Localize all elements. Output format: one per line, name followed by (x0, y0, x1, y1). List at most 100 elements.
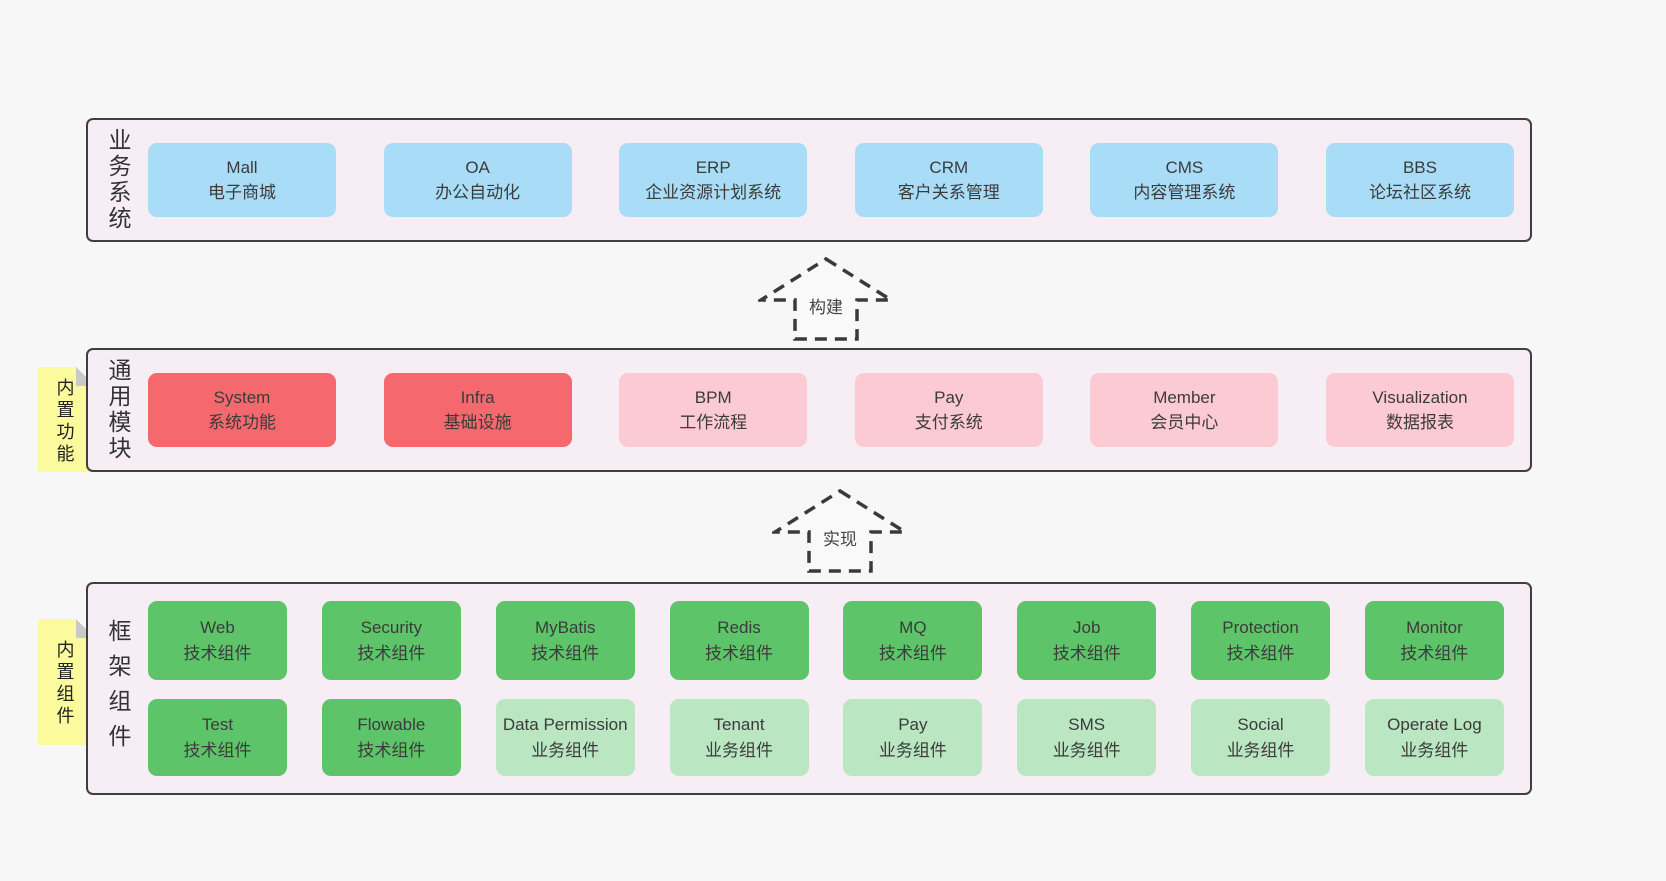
box-web: Web 技术组件 (148, 601, 287, 680)
box-title: Web (200, 618, 235, 637)
box-mall: Mall 电子商城 (148, 143, 336, 217)
band-row: System 系统功能 Infra 基础设施 BPM 工作流程 Pay 支付系统… (148, 373, 1514, 447)
box-job: Job 技术组件 (1017, 601, 1157, 680)
box-subtitle: 技术组件 (531, 643, 600, 663)
box-title: Pay (898, 715, 928, 734)
box-subtitle: 会员中心 (1150, 413, 1219, 432)
box-pay-system: Pay 支付系统 (854, 373, 1043, 447)
box-title: Security (360, 618, 423, 637)
box-flowable: Flowable 技术组件 (321, 699, 461, 776)
box-subtitle: 工作流程 (679, 413, 748, 432)
box-subtitle: 内容管理系统 (1133, 183, 1236, 202)
box-subtitle: 企业资源计划系统 (645, 183, 782, 202)
band-row: Mall 电子商城 OA 办公自动化 ERP 企业资源计划系统 CRM 客户关系… (148, 143, 1514, 217)
sticky-label-built-in-components: 内置组件 (54, 640, 75, 728)
box-title: OA (465, 157, 490, 177)
box-member: Member 会员中心 (1090, 373, 1279, 447)
box-subtitle: 电子商城 (208, 183, 276, 202)
sticky-built-in-features: 内置功能 (38, 367, 95, 472)
band-label-common-modules: 通用模块 (105, 358, 131, 462)
box-title: Infra (460, 387, 495, 407)
box-subtitle: 技术组件 (357, 740, 426, 760)
box-subtitle: 技术组件 (1052, 643, 1121, 663)
band-label-business-systems: 业务系统 (105, 128, 131, 232)
box-data-permission: Data Permission 业务组件 (495, 699, 635, 776)
box-title: MyBatis (534, 618, 596, 637)
box-social: Social 业务组件 (1191, 699, 1331, 776)
box-oa: OA 办公自动化 (383, 143, 572, 217)
box-title: Member (1153, 387, 1216, 407)
box-monitor: Monitor 技术组件 (1364, 601, 1504, 680)
box-infra: Infra 基础设施 (383, 373, 572, 447)
band-common-modules: 通用模块 System 系统功能 Infra 基础设施 BPM 工作流程 Pay… (86, 348, 1532, 472)
sticky-built-in-components: 内置组件 (38, 619, 95, 745)
box-title: Data Permission (502, 715, 628, 734)
box-mq: MQ 技术组件 (843, 601, 983, 680)
arrow-label-build: 构建 (806, 293, 846, 318)
box-title: Monitor (1406, 618, 1463, 637)
box-subtitle: 业务组件 (705, 740, 774, 760)
sticky-label-built-in-features: 内置功能 (54, 377, 75, 466)
box-subtitle: 技术组件 (357, 643, 426, 663)
band-row: Web 技术组件 Security 技术组件 MyBatis 技术组件 Redi… (148, 601, 1504, 680)
box-title: SMS (1068, 715, 1106, 734)
box-title: Tenant (713, 715, 765, 734)
band-label-framework-components: 框架组件 (105, 618, 131, 759)
box-title: BPM (694, 387, 732, 407)
box-subtitle: 技术组件 (878, 643, 947, 663)
band-framework-components: 框架组件 Web 技术组件 Security 技术组件 MyBatis 技术组件… (86, 582, 1532, 795)
up-arrow-build: 构建 (758, 256, 894, 342)
box-subtitle: 技术组件 (705, 643, 774, 663)
box-bbs: BBS 论坛社区系统 (1325, 143, 1514, 217)
box-title: Test (201, 715, 234, 734)
band-business-systems: 业务系统 Mall 电子商城 OA 办公自动化 ERP 企业资源计划系统 CRM… (86, 118, 1532, 242)
box-bpm: BPM 工作流程 (619, 373, 808, 447)
box-cms: CMS 内容管理系统 (1090, 143, 1279, 217)
box-subtitle: 技术组件 (1226, 643, 1295, 663)
box-title: BBS (1402, 157, 1437, 177)
box-protection: Protection 技术组件 (1191, 601, 1331, 680)
box-subtitle: 业务组件 (531, 740, 600, 760)
box-subtitle: 系统功能 (208, 413, 276, 432)
box-title: Pay (934, 387, 964, 407)
box-title: ERP (695, 157, 731, 177)
box-system: System 系统功能 (148, 373, 336, 447)
box-subtitle: 技术组件 (183, 643, 252, 663)
box-crm: CRM 客户关系管理 (854, 143, 1043, 217)
box-title: CRM (929, 157, 969, 177)
box-subtitle: 技术组件 (1400, 643, 1469, 663)
box-sms: SMS 业务组件 (1017, 699, 1157, 776)
box-subtitle: 业务组件 (1052, 740, 1121, 760)
box-subtitle: 支付系统 (914, 413, 983, 432)
box-test: Test 技术组件 (148, 699, 287, 776)
box-tenant: Tenant 业务组件 (669, 699, 809, 776)
box-visualization: Visualization 数据报表 (1325, 373, 1514, 447)
box-title: Mall (226, 157, 258, 177)
box-title: Redis (717, 618, 761, 637)
arrow-label-implement: 实现 (820, 525, 860, 550)
box-subtitle: 业务组件 (1400, 740, 1469, 760)
box-mybatis: MyBatis 技术组件 (495, 601, 635, 680)
box-title: Operate Log (1387, 715, 1482, 734)
box-title: Job (1073, 618, 1101, 637)
box-erp: ERP 企业资源计划系统 (619, 143, 808, 217)
box-subtitle: 技术组件 (183, 740, 252, 760)
box-operate-log: Operate Log 业务组件 (1364, 699, 1504, 776)
up-arrow-implement: 实现 (772, 488, 908, 574)
box-title: Social (1237, 715, 1284, 734)
box-title: Visualization (1372, 387, 1468, 407)
box-subtitle: 业务组件 (878, 740, 947, 760)
box-title: Protection (1222, 618, 1299, 637)
box-subtitle: 论坛社区系统 (1368, 183, 1471, 202)
band-row: Test 技术组件 Flowable 技术组件 Data Permission … (148, 699, 1504, 776)
box-subtitle: 业务组件 (1226, 740, 1295, 760)
box-pay-component: Pay 业务组件 (843, 699, 983, 776)
box-security: Security 技术组件 (321, 601, 461, 680)
box-title: System (213, 387, 271, 407)
box-subtitle: 办公自动化 (435, 183, 521, 202)
box-title: CMS (1165, 157, 1204, 177)
box-subtitle: 数据报表 (1385, 413, 1454, 432)
box-redis: Redis 技术组件 (669, 601, 809, 680)
box-title: MQ (899, 618, 927, 637)
box-subtitle: 客户关系管理 (897, 183, 1000, 202)
